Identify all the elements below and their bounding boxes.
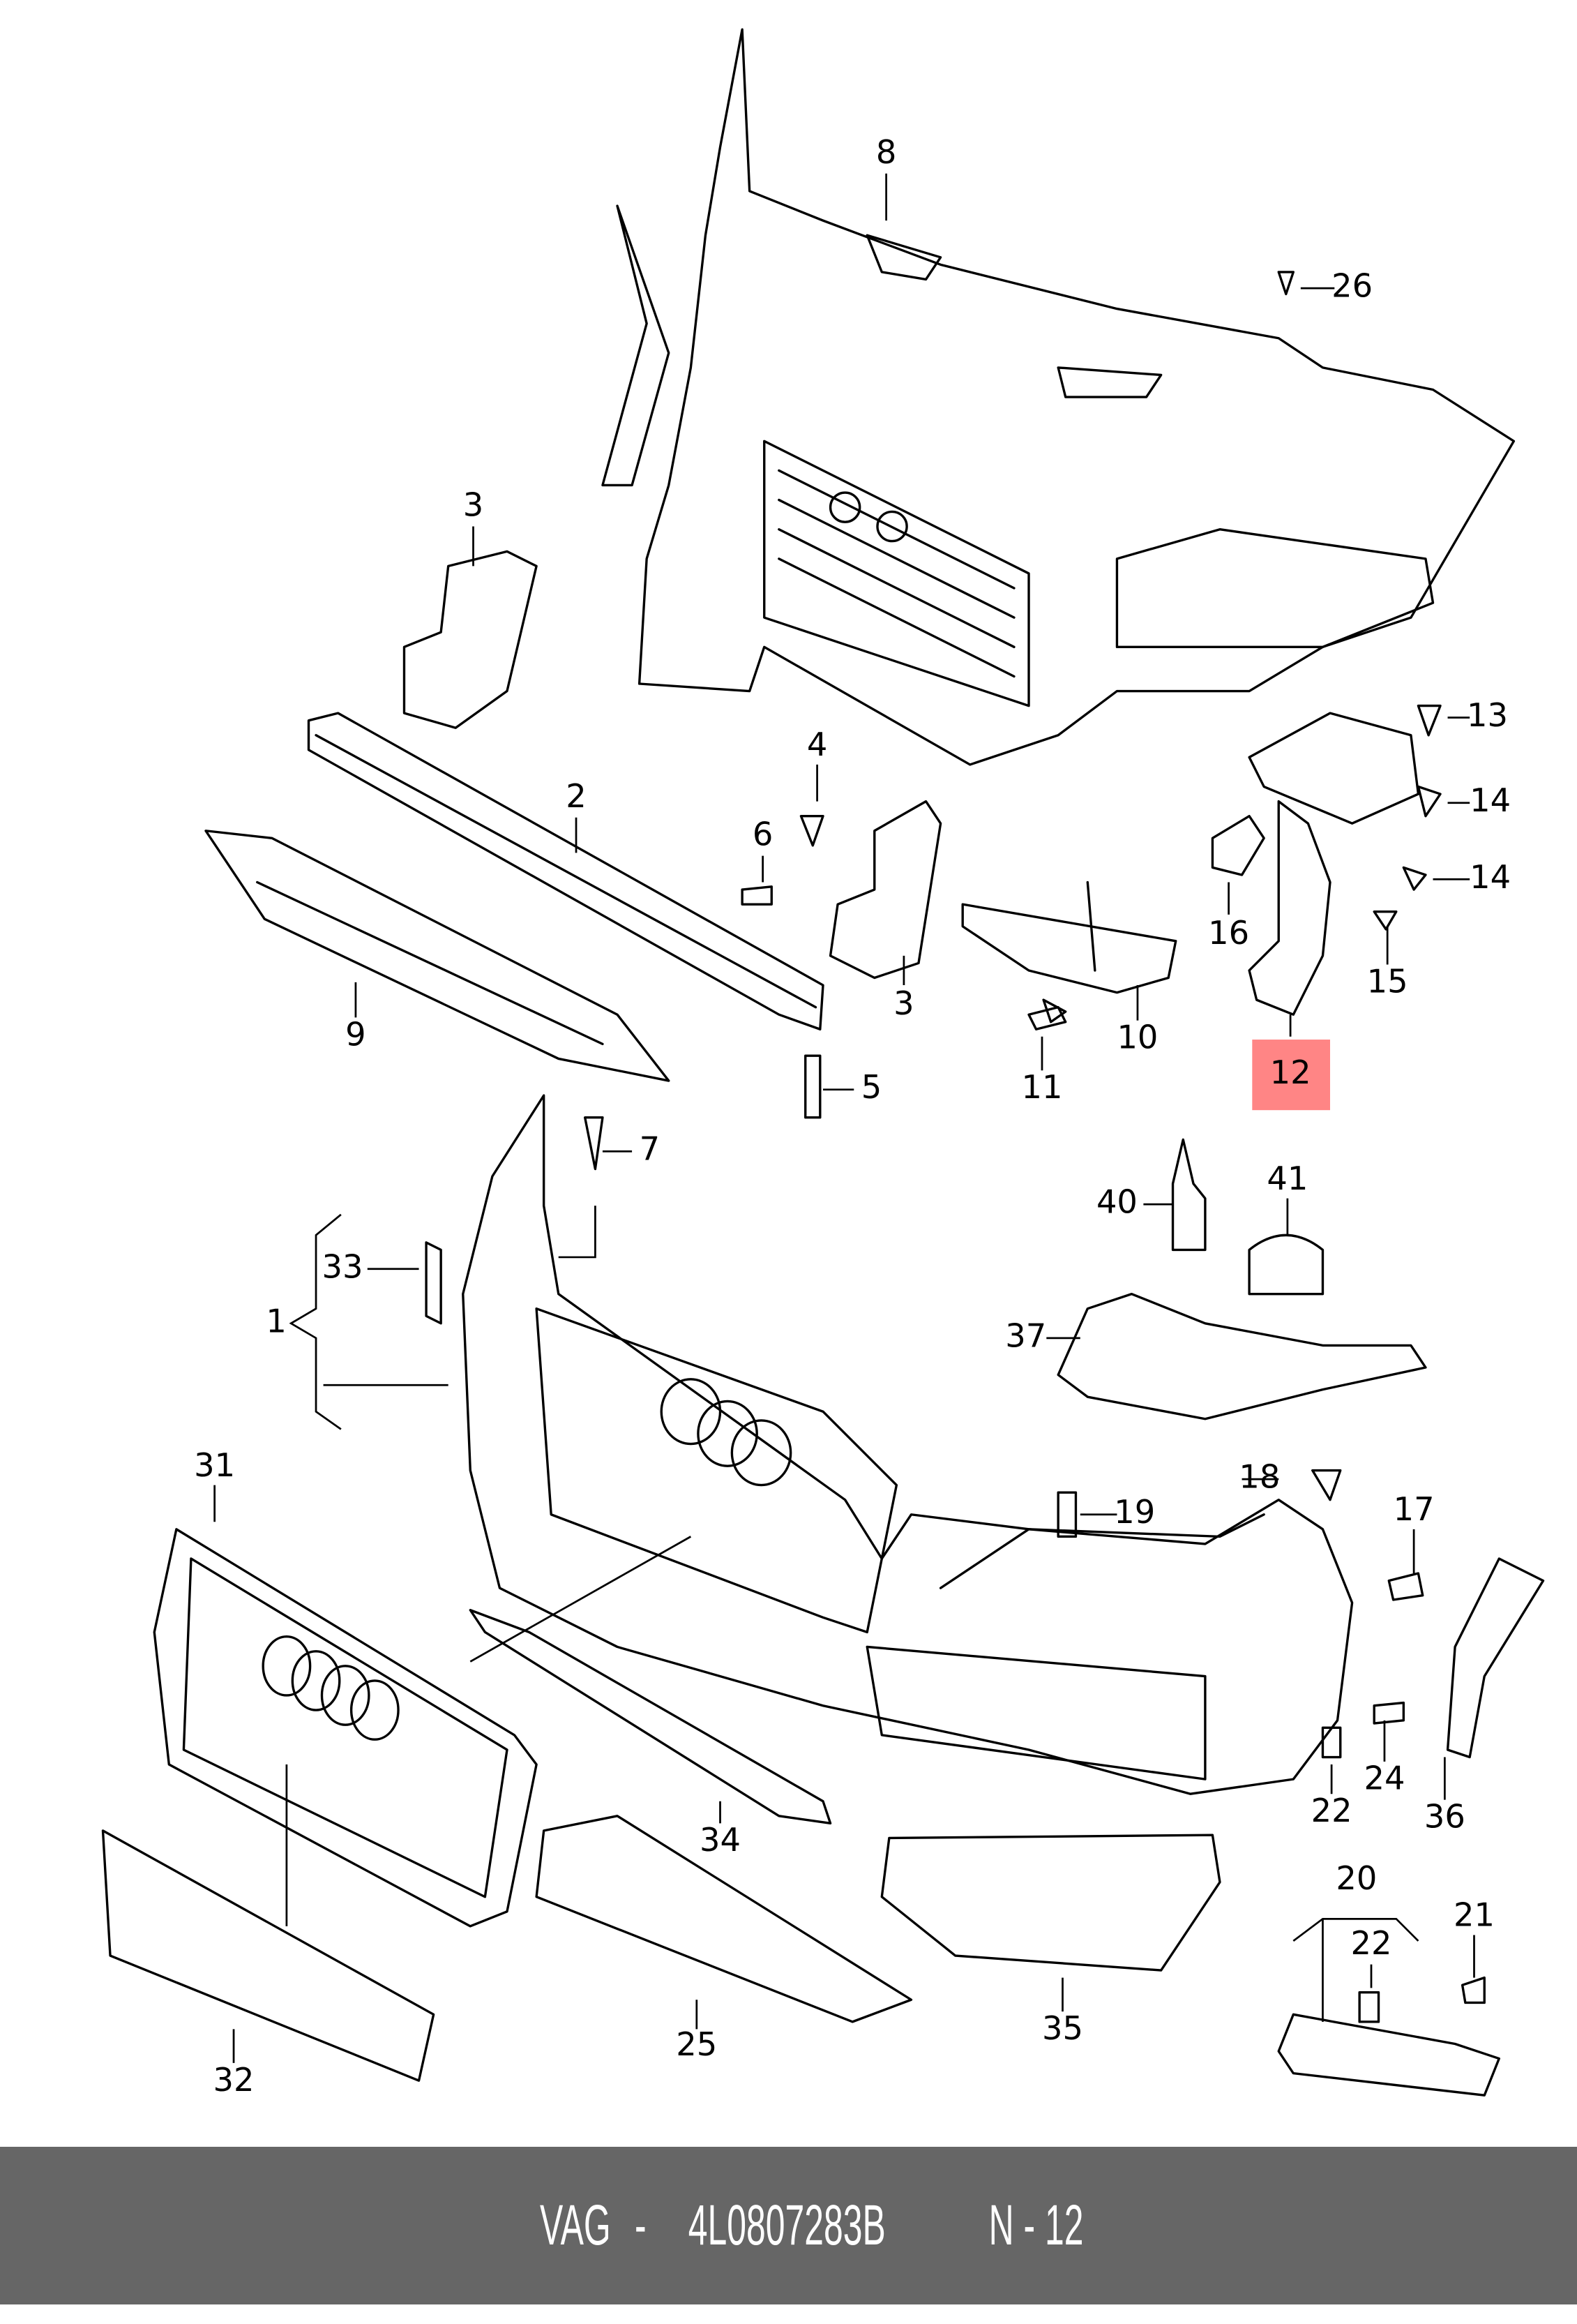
callout-26[interactable]: 26 [1331, 267, 1373, 305]
callout-7[interactable]: 7 [640, 1130, 660, 1168]
part-2-bumper-beam [307, 712, 824, 1030]
callout-16[interactable]: 16 [1208, 914, 1249, 952]
callout-4[interactable]: 4 [807, 726, 827, 763]
callout-35[interactable]: 35 [1042, 2009, 1083, 2047]
callout-14[interactable]: 14 [1470, 858, 1511, 896]
part-12-guide-bracket [1248, 800, 1331, 1016]
callout-10[interactable]: 10 [1117, 1019, 1158, 1056]
separator: - [625, 2194, 656, 2257]
callout-13[interactable]: 13 [1467, 696, 1508, 734]
callout-8[interactable]: 8 [876, 133, 896, 171]
part-outlines [101, 28, 1545, 2097]
callout-5[interactable]: 5 [861, 1068, 882, 1106]
callout-36[interactable]: 36 [1424, 1798, 1465, 1836]
part-8-front-carrier [637, 28, 1516, 766]
callout-37[interactable]: 37 [1005, 1317, 1046, 1354]
callout-17[interactable]: 17 [1394, 1490, 1435, 1528]
callout-2[interactable]: 2 [566, 777, 586, 815]
callout-14[interactable]: 14 [1470, 781, 1511, 819]
part-1-bumper-cover [462, 1094, 1354, 1795]
callout-highlight [1252, 1040, 1330, 1111]
callout-24[interactable]: 24 [1364, 1760, 1405, 1797]
callout-11[interactable]: 11 [1021, 1068, 1062, 1106]
callout-9[interactable]: 9 [345, 1015, 365, 1053]
position-label: N - 12 [988, 2194, 1084, 2257]
callout-18[interactable]: 18 [1239, 1458, 1280, 1496]
callout-12[interactable]: 12 [1270, 1054, 1311, 1091]
callout-25[interactable]: 25 [676, 2025, 717, 2063]
part-9-absorber [204, 830, 670, 1082]
callout-21[interactable]: 21 [1454, 1896, 1495, 1934]
part-31-grille [153, 1528, 538, 1928]
callout-3[interactable]: 3 [463, 486, 483, 524]
callout-31[interactable]: 31 [194, 1446, 235, 1484]
gap [920, 2193, 968, 2258]
callout-15[interactable]: 15 [1367, 962, 1408, 1000]
callout-40[interactable]: 40 [1096, 1183, 1138, 1221]
callout-34[interactable]: 34 [700, 1821, 741, 1859]
callout-22[interactable]: 22 [1350, 1924, 1391, 1962]
callout-1[interactable]: 1 [266, 1302, 286, 1340]
callout-41[interactable]: 41 [1267, 1160, 1308, 1197]
part-info-bar: VAG - 4L0807283B N - 12 [0, 2147, 1577, 2304]
callout-19[interactable]: 19 [1114, 1493, 1155, 1531]
callout-33[interactable]: 33 [322, 1247, 363, 1285]
callout-6[interactable]: 6 [753, 816, 773, 853]
callout-22[interactable]: 22 [1311, 1792, 1352, 1829]
part-number: 4L0807283B [688, 2194, 886, 2257]
callout-32[interactable]: 32 [213, 2061, 255, 2099]
callout-20[interactable]: 20 [1336, 1859, 1377, 1897]
callout-3[interactable]: 3 [893, 984, 914, 1022]
brand-label: VAG [539, 2194, 611, 2257]
